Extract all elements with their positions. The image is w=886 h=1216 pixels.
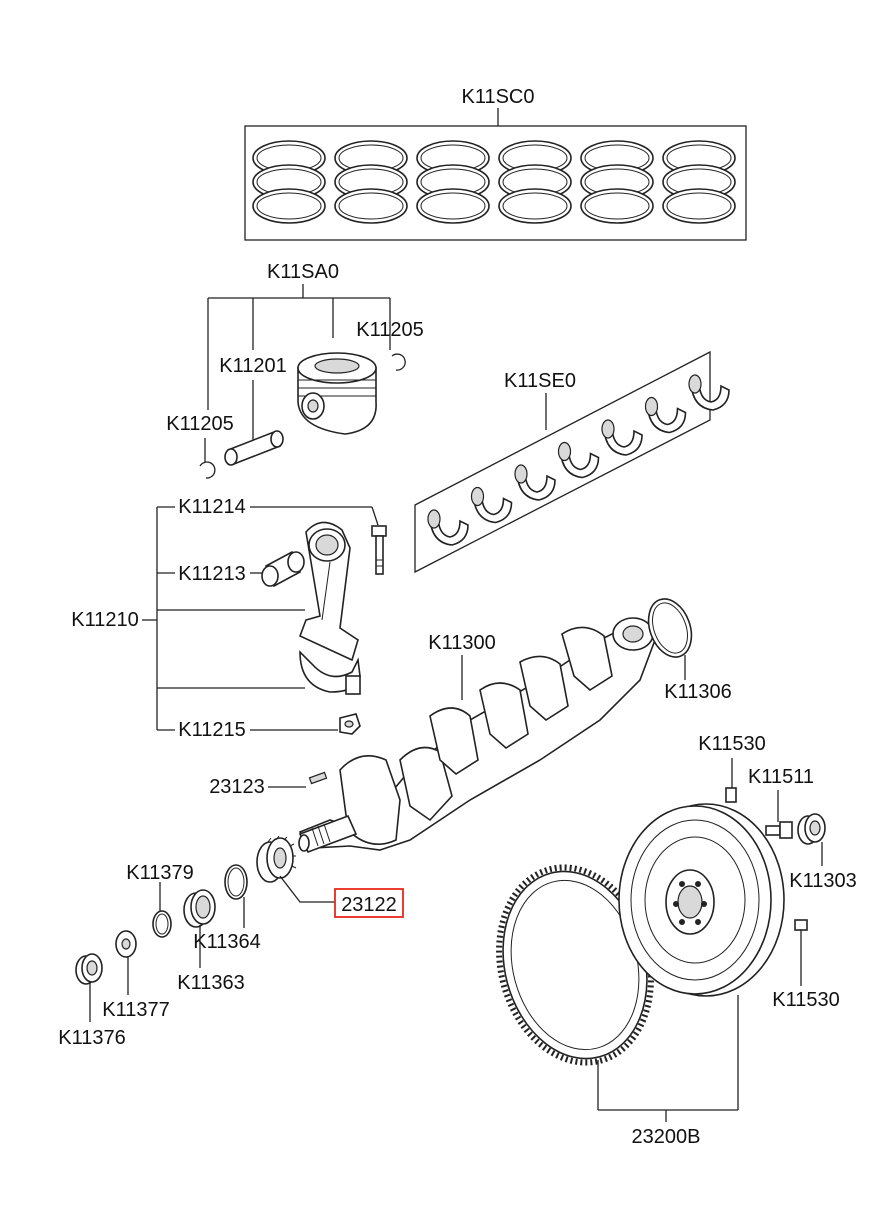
piston-drawing: [297, 352, 377, 435]
piston-pin-drawing: [224, 430, 284, 466]
main-bearing-shell-edge: [470, 486, 485, 507]
flywheel-assembly: K11530 K11511 K11303 K11530 23200B: [496, 733, 857, 1148]
front-sleeve-drawing: [183, 889, 216, 928]
label-snap-ring-top: K11205: [356, 319, 423, 341]
piston-ring: [580, 188, 654, 224]
piston-ring-inner: [338, 192, 404, 220]
label-connecting-rod-assembly: K11210: [71, 609, 138, 631]
piston-ring: [662, 188, 736, 224]
main-bearing-shell-edge: [688, 374, 702, 394]
label-snap-ring-front: K11379: [126, 862, 193, 884]
label-crank-gear: 23122: [341, 894, 397, 916]
crank-gear-drawing: [256, 835, 297, 883]
piston-ring: [252, 188, 326, 224]
label-piston-pin: K11201: [219, 355, 286, 377]
pilot-bearing-drawing: [797, 813, 826, 845]
piston-ring-inner: [584, 192, 650, 220]
highlight-box: [334, 888, 404, 918]
crankshaft-drawing: [298, 617, 656, 854]
main-bearing-shell: [603, 423, 643, 456]
front-seal-drawing: [75, 953, 103, 985]
main-bearing-shell-edge: [601, 419, 615, 439]
label-piston-assembly: K11SA0: [267, 261, 339, 283]
main-bearing-shell: [559, 446, 600, 479]
woodruff-key-drawing: [308, 771, 328, 785]
main-bearing-shell: [429, 513, 469, 546]
label-washer: K11377: [102, 999, 169, 1021]
dowel-pin-top-drawing: [725, 787, 737, 803]
snap-ring-left-drawing: [199, 461, 216, 479]
spacer-ring-drawing: [224, 864, 248, 900]
main-bearing-shells-group: [427, 374, 730, 546]
piston-ring-inner: [256, 192, 322, 220]
rod-bushing-drawing: [261, 550, 305, 588]
piston-ring-inner: [502, 192, 568, 220]
piston-assembly: K11SA0 K11205 K11201 K11205: [166, 261, 424, 479]
label-pilot-bearing: K11303: [789, 870, 856, 892]
label-rod-bushing: K11213: [178, 563, 245, 585]
washer-drawing: [115, 930, 137, 958]
main-bearing-shell: [690, 378, 730, 411]
rod-nut-drawing: [339, 713, 361, 735]
label-dowel-pin-top: K11530: [698, 733, 765, 755]
piston-ring-set: K11SC0: [244, 86, 747, 241]
main-bearing-set: K11SE0: [414, 350, 730, 574]
flywheel-bolt-drawing: [765, 821, 793, 839]
label-main-bearing-set: K11SE0: [504, 370, 576, 392]
label-front-seal: K11376: [58, 1027, 125, 1049]
front-end-parts: 23122 K11364 K11363 K11379 K11377: [58, 835, 404, 1049]
main-bearing-shell: [516, 468, 556, 501]
piston-ring: [416, 188, 490, 224]
label-crank-seal-ring: K11306: [664, 681, 731, 703]
piston-ring: [498, 188, 572, 224]
label-woodruff-key: 23123: [209, 776, 265, 798]
rod-bolt-drawing: [371, 525, 387, 575]
label-flywheel-assembly: 23200B: [632, 1126, 701, 1148]
connecting-rod-assembly: K11210 K11214 K11213 K11215: [71, 496, 387, 741]
piston-ring: [334, 188, 408, 224]
label-spacer-ring: K11364: [193, 931, 260, 953]
dowel-pin-bottom-drawing: [794, 919, 808, 931]
main-bearing-shell-edge: [557, 441, 572, 462]
label-piston-ring-set: K11SC0: [461, 86, 534, 108]
main-bearing-shell-edge: [427, 509, 441, 529]
connecting-rod-drawing: [298, 521, 361, 695]
snap-ring-top-drawing: [391, 353, 406, 371]
main-bearing-shell-edge: [514, 464, 528, 484]
label-snap-ring-left: K11205: [166, 413, 233, 435]
flywheel-drawing: [618, 803, 785, 997]
main-bearing-shell: [646, 401, 687, 434]
main-bearing-shell: [472, 491, 513, 524]
piston-rings-group: [252, 140, 736, 224]
crankshaft-assembly: K11300 K11306 23123: [209, 598, 732, 854]
main-bearing-shell-edge: [644, 396, 659, 417]
label-dowel-pin-bottom: K11530: [772, 989, 839, 1011]
label-flywheel-bolt: K11511: [748, 766, 814, 788]
label-rod-nut: K11215: [178, 719, 245, 741]
piston-ring-inner: [420, 192, 486, 220]
label-front-sleeve: K11363: [177, 972, 244, 994]
label-crankshaft: K11300: [428, 632, 495, 654]
label-rod-bolt: K11214: [178, 496, 245, 518]
piston-ring-inner: [666, 192, 732, 220]
